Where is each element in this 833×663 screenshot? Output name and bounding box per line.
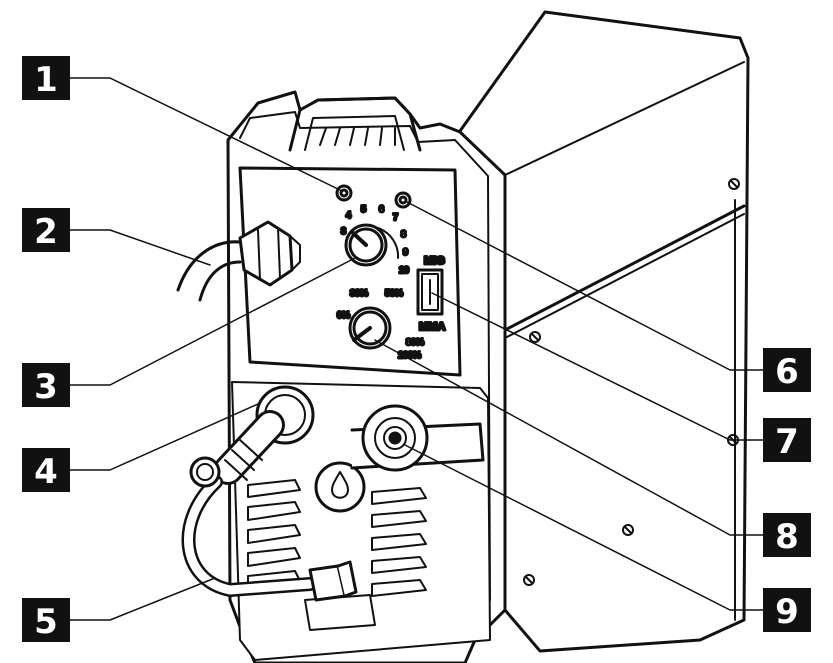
leader-line-2 (69, 229, 211, 266)
leader-line-7 (431, 292, 764, 441)
indicator-light-icon (335, 184, 353, 202)
svg-text:3: 3 (34, 367, 58, 407)
indicator-light-icon (394, 191, 412, 209)
drop-emblem-icon (314, 461, 366, 513)
voltage-label-6: 6 (379, 204, 384, 214)
voltage-label-4: 4 (346, 210, 351, 220)
mode-label-mma: MMA (419, 321, 445, 333)
callout-badge-6: 6 (763, 348, 811, 392)
svg-text:9: 9 (775, 592, 799, 632)
voltage-label-10: 10 (399, 265, 409, 275)
control-panel: 3 4 5 6 7 8 9 10 MIG MMA 0% 30% 50% 80% … (238, 166, 462, 377)
speed-label-0: 0% (337, 310, 350, 320)
vent-grille-right (371, 487, 427, 597)
callout-badge-8: 8 (763, 513, 811, 557)
voltage-label-8: 8 (401, 229, 406, 239)
gas-hose (176, 220, 301, 302)
screw-icon (523, 574, 535, 586)
svg-text:4: 4 (34, 452, 58, 492)
wire-speed-dial[interactable] (348, 306, 392, 350)
svg-text:7: 7 (775, 422, 799, 462)
svg-text:1: 1 (34, 60, 58, 100)
svg-text:6: 6 (775, 352, 799, 392)
callout-badge-3: 3 (22, 363, 70, 407)
output-socket[interactable] (350, 404, 485, 472)
leader-line-6 (406, 201, 764, 371)
callout-badge-1: 1 (22, 56, 70, 100)
leader-lines (69, 77, 764, 621)
voltage-label-7: 7 (393, 212, 398, 222)
side-screws (523, 178, 740, 586)
voltage-dial[interactable] (344, 223, 400, 267)
leader-line-3 (69, 257, 356, 386)
speed-label-80: 80% (406, 337, 424, 347)
screw-icon (622, 524, 634, 536)
speed-label-100: 100% (398, 350, 421, 360)
mode-label-mig: MIG (424, 255, 445, 267)
speed-label-30: 30% (350, 288, 368, 298)
callout-badge-5: 5 (22, 598, 70, 642)
callout-badge-9: 9 (763, 588, 811, 632)
svg-text:8: 8 (775, 517, 799, 557)
callout-badge-7: 7 (763, 418, 811, 462)
svg-text:5: 5 (34, 602, 58, 642)
voltage-label-9: 9 (403, 247, 408, 257)
voltage-label-3: 3 (341, 226, 346, 236)
callout-badge-2: 2 (22, 208, 70, 252)
callout-badges: 1 2 3 4 5 6 7 8 9 (22, 56, 811, 642)
screw-icon (529, 331, 541, 343)
leader-line-4 (69, 403, 259, 471)
speed-label-50: 50% (385, 288, 403, 298)
mode-switch[interactable] (416, 268, 444, 316)
leader-line-5 (69, 577, 216, 621)
leader-line-8 (374, 339, 764, 536)
leader-line-9 (404, 444, 764, 611)
screw-icon (728, 178, 740, 190)
voltage-label-5: 5 (361, 204, 366, 214)
svg-text:2: 2 (34, 212, 58, 252)
torch-cable (181, 410, 358, 602)
leader-line-1 (69, 77, 341, 191)
callout-badge-4: 4 (22, 448, 70, 492)
